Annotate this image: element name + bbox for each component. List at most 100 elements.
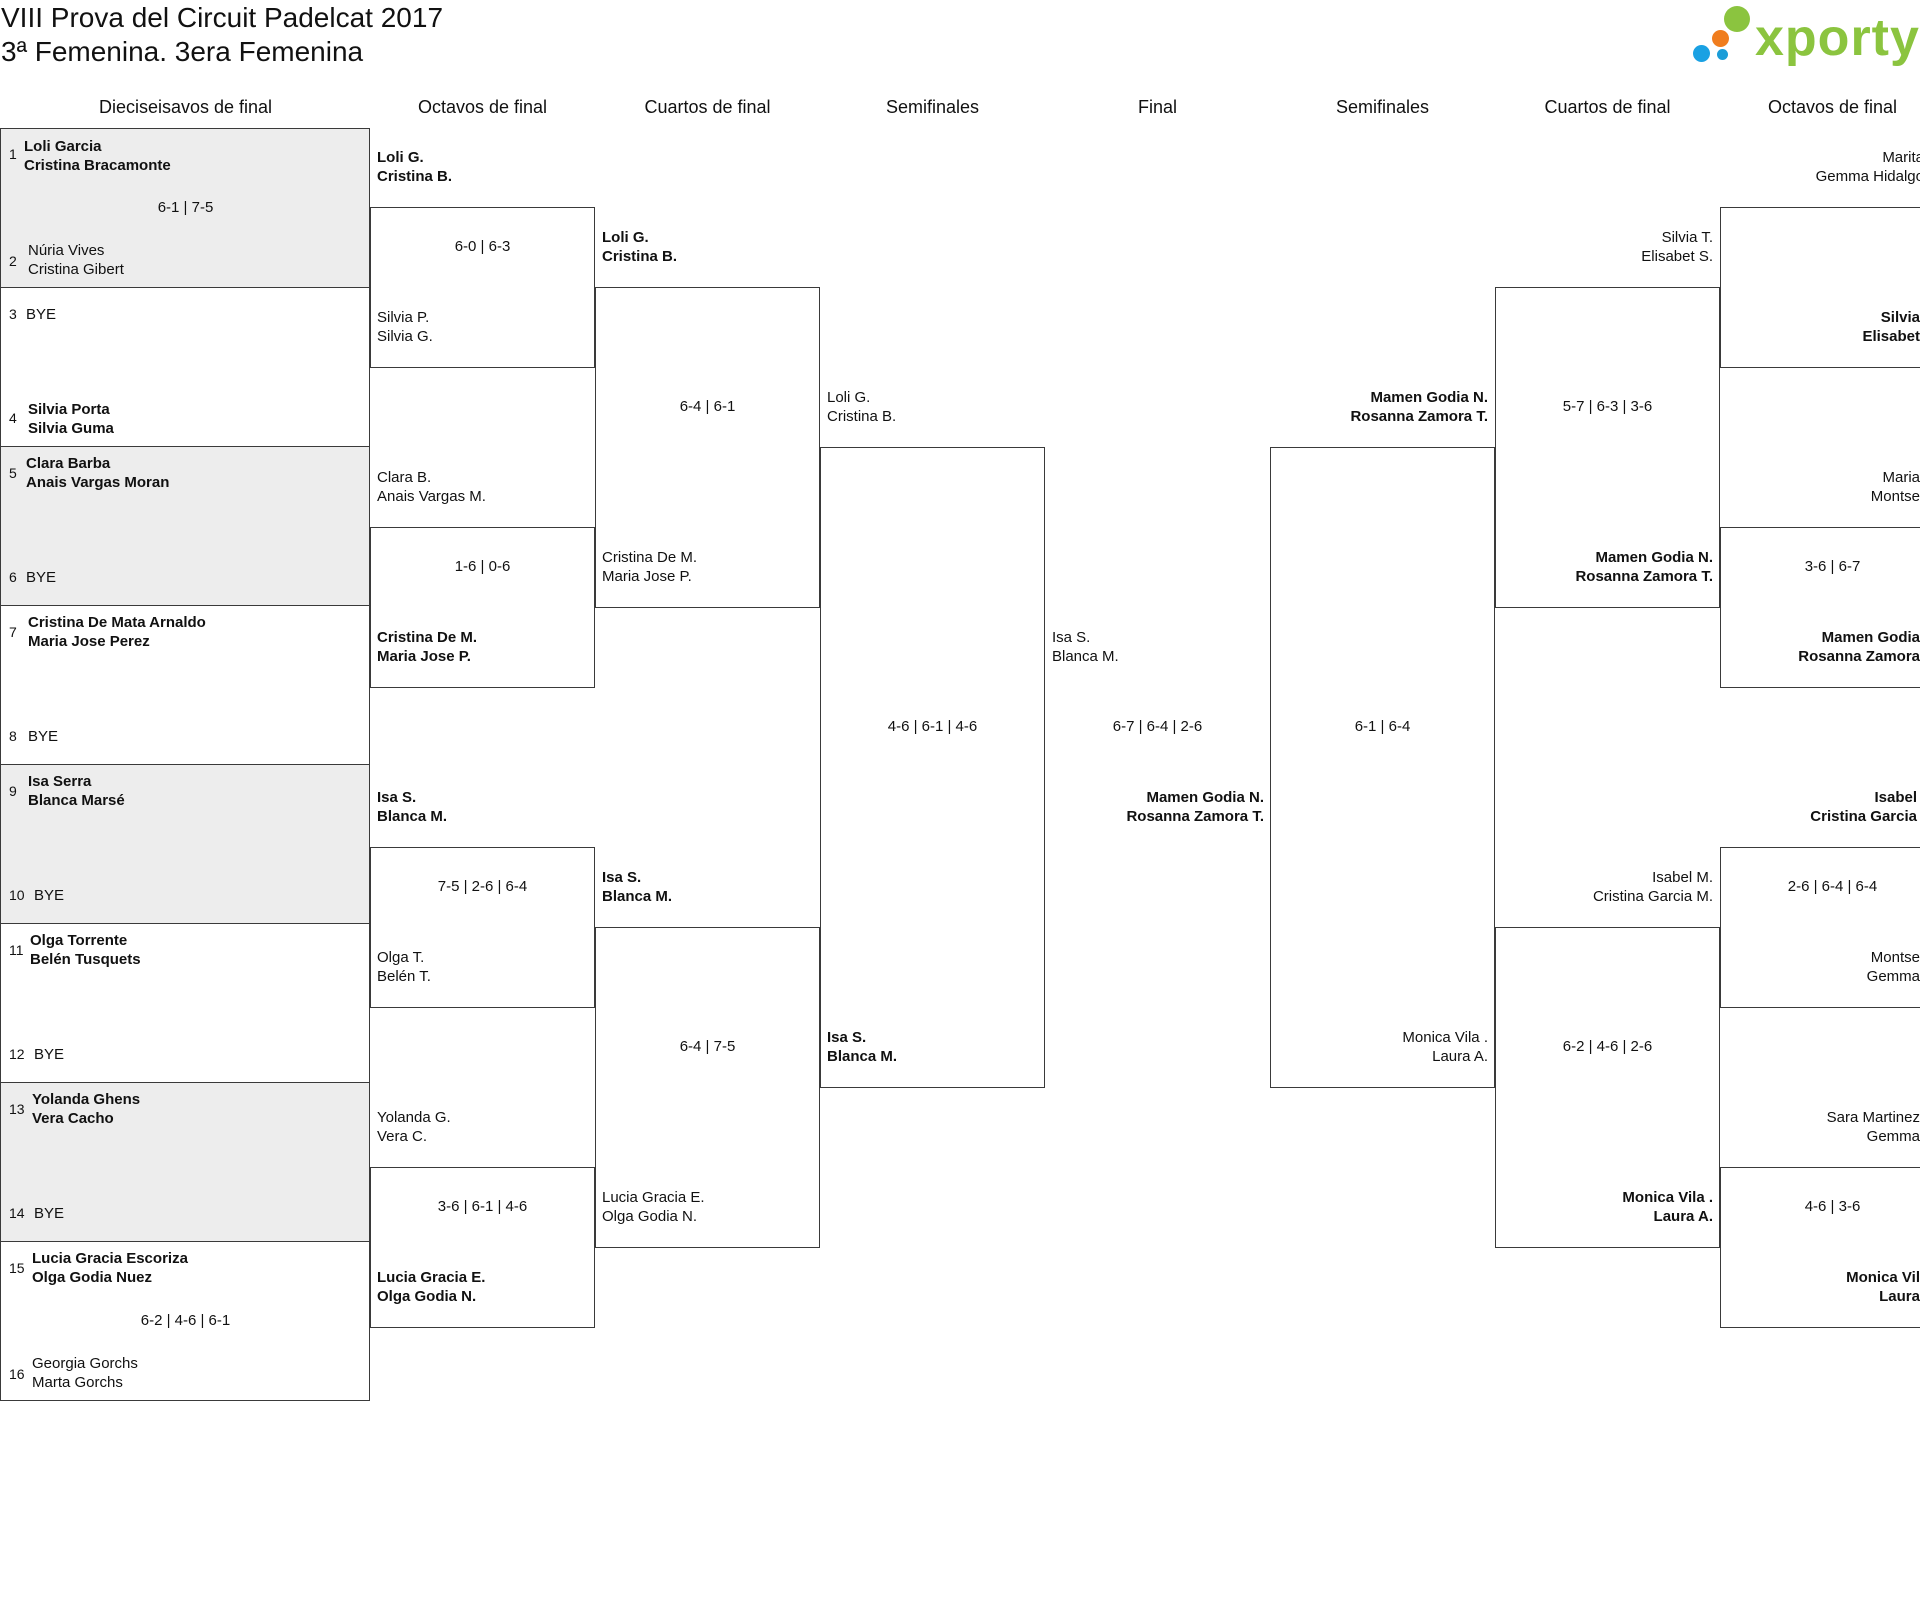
logo-dot-green <box>1724 6 1750 32</box>
bracket-connector <box>820 447 1045 1088</box>
round-header-qf: Cuartos de final <box>644 97 771 117</box>
round-header-sf: Semifinales <box>885 97 980 117</box>
match-score: 6-2 | 4-6 | 2-6 <box>1562 1038 1653 1055</box>
pair-name: Silvia P.Silvia G. <box>377 309 433 345</box>
logo-dot-orange <box>1712 30 1729 47</box>
match-score: 7-5 | 2-6 | 6-4 <box>437 878 528 895</box>
pair-name: Isa S.Blanca M. <box>827 1029 898 1065</box>
bracket-connector <box>1720 1167 1920 1328</box>
pair-name: BYE <box>28 728 59 745</box>
bracket-connector <box>1720 207 1920 368</box>
pair-name: Silvia T.Elisabet S. <box>1641 229 1713 265</box>
round-header-r16: Octavos de final <box>417 97 548 117</box>
logo-dot-blue <box>1693 45 1710 62</box>
category-subtitle: 3ª Femenina. 3era Femenina <box>1 36 364 67</box>
pair-name: Clara B.Anais Vargas M. <box>377 469 486 505</box>
match-score: 5-7 | 6-3 | 3-6 <box>1562 398 1653 415</box>
tournament-title: VIII Prova del Circuit Padelcat 2017 <box>1 2 444 33</box>
match-score: 6-1 | 7-5 <box>157 199 214 216</box>
match-score: 2-6 | 6-4 | 6-4 <box>1787 878 1878 895</box>
logo-wordmark: xporty <box>1755 9 1920 67</box>
bracket-connector <box>1495 287 1720 608</box>
match-score: 3-6 | 6-1 | 4-6 <box>437 1198 528 1215</box>
pair-name: BYE <box>34 1205 65 1222</box>
match-score: 4-6 | 6-1 | 4-6 <box>887 718 978 735</box>
pair-name: Cristina De M.Maria Jose P. <box>377 629 478 665</box>
seed-number: 16 <box>9 1366 25 1382</box>
finalist-top: Isa S.Blanca M. <box>1052 629 1119 665</box>
bracket-connector <box>370 847 595 1008</box>
seed-number: 15 <box>9 1260 25 1276</box>
seed-number: 9 <box>9 783 17 799</box>
pair-name: Lucia Gracia E.Olga Godia N. <box>377 1269 486 1305</box>
seed-number: 10 <box>9 887 25 903</box>
pair-name: Mamen Godia N.Rosanna Zamora T. <box>1575 549 1713 585</box>
pair-name: BYE <box>26 569 57 586</box>
pair-name: BYE <box>34 887 65 904</box>
pair-name: Isa S.Blanca M. <box>602 869 673 905</box>
seed-number: 7 <box>9 624 17 640</box>
bracket-connector <box>370 207 595 368</box>
seed-number: 6 <box>9 569 17 585</box>
seed-number: 14 <box>9 1205 25 1221</box>
match-score: 3-6 | 6-7 <box>1804 558 1861 575</box>
match-score: 6-4 | 7-5 <box>679 1038 736 1055</box>
seed-number: 8 <box>9 728 17 744</box>
seed-number: 4 <box>9 410 17 426</box>
bracket-connector <box>595 287 820 608</box>
logo-dot-teal <box>1717 49 1728 60</box>
pair-name: Yolanda G.Vera C. <box>377 1109 451 1145</box>
match-score: 1-6 | 0-6 <box>454 558 511 575</box>
pair-name: Loli G.Cristina B. <box>602 229 678 265</box>
round-header-sf-right: Semifinales <box>1335 97 1430 117</box>
pair-name: Isabel M.Cristina Garcia M. <box>1592 869 1713 905</box>
finalist-bottom: Mamen Godia N.Rosanna Zamora T. <box>1126 789 1264 825</box>
bracket-connector <box>1270 447 1495 1088</box>
bracket-connector <box>595 927 820 1248</box>
pair-name: Mamen Godia N.Rosanna Zamora T. <box>1350 389 1488 425</box>
pair-name: Isa S.Blanca M. <box>377 789 448 825</box>
match-score: 6-1 | 6-4 <box>1354 718 1411 735</box>
bracket-connector <box>1720 527 1920 688</box>
seed-number: 12 <box>9 1046 25 1062</box>
pair-name: Cristina De M.Maria Jose P. <box>602 549 698 585</box>
round-header-qf-right: Cuartos de final <box>1544 97 1671 117</box>
pair-name: Lucia Gracia E.Olga Godia N. <box>602 1189 705 1225</box>
seed-number: 3 <box>9 306 17 322</box>
pair-name: BYE <box>26 306 57 323</box>
bracket-connector <box>1720 847 1920 1008</box>
seed-number: 2 <box>9 253 17 269</box>
bracket-connector <box>1495 927 1720 1248</box>
match-score: 4-6 | 3-6 <box>1804 1198 1861 1215</box>
match-score: 6-4 | 6-1 <box>679 398 736 415</box>
pair-name: Olga T.Belén T. <box>377 949 431 985</box>
pair-name: Loli G.Cristina B. <box>827 389 897 425</box>
bracket-connector <box>370 527 595 688</box>
pair-name: BYE <box>34 1046 65 1063</box>
seed-number: 5 <box>9 465 17 481</box>
pair-name: Monica Vila .Laura A. <box>1622 1189 1713 1225</box>
seed-number: 1 <box>9 146 17 162</box>
seed-number: 13 <box>9 1101 25 1117</box>
xporty-logo[interactable]: xporty <box>1688 0 1920 70</box>
round-header-final: Final <box>1137 97 1177 117</box>
